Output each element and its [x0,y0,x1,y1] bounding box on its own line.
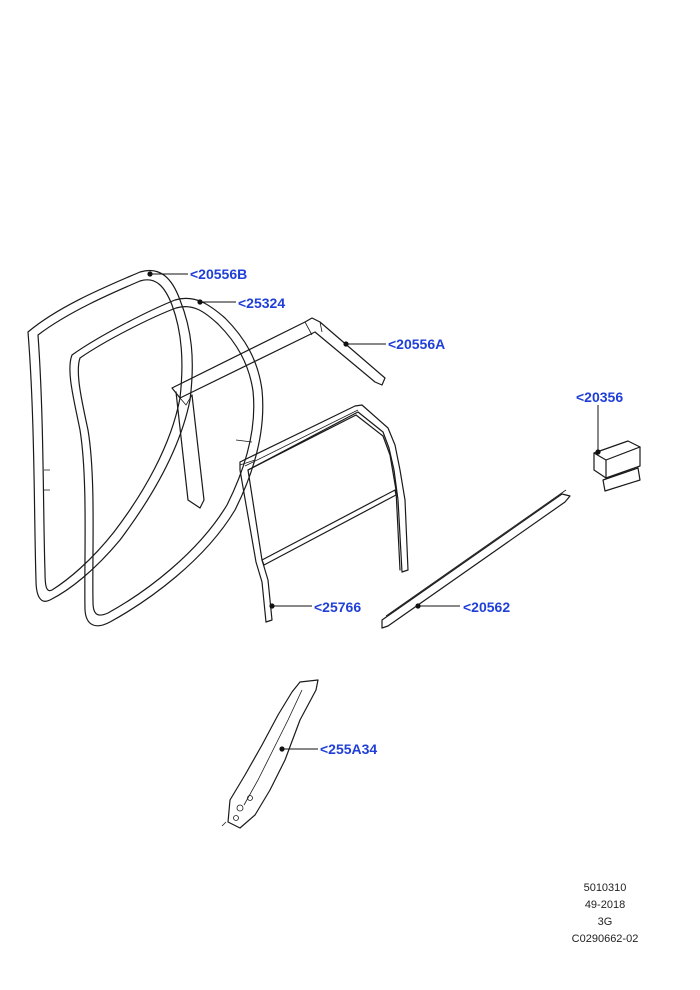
callout-20356[interactable]: <20356 [576,389,624,405]
part-25324-door-seal[interactable] [69,297,264,627]
callout-20562[interactable]: <20562 [463,599,511,615]
callout-20556a[interactable]: <20556A [388,336,446,352]
part-20556a-frame-seal[interactable] [171,317,386,509]
stamp-line-1: 5010310 [583,882,627,894]
part-20562-belt-weatherstrip[interactable] [381,489,571,629]
leader-lines [147,271,601,752]
part-20556b-door-seal[interactable] [27,269,193,602]
callout-25766[interactable]: <25766 [314,599,362,615]
callout-25324[interactable]: <25324 [238,295,286,311]
part-25766-window-channel[interactable] [239,404,409,623]
part-20356-bracket[interactable] [593,440,641,492]
stamp-line-2: 49-2018 [584,899,626,911]
stamp-line-3: 3G [597,916,613,928]
part-255a34-pillar-trim[interactable] [221,679,319,829]
callout-255a34[interactable]: <255A34 [320,741,378,757]
stamp-line-4: C0290662-02 [571,933,639,945]
reference-stamp: 5010310 49-2018 3G C0290662-02 [540,880,670,948]
callout-20556b[interactable]: <20556B [190,266,248,282]
